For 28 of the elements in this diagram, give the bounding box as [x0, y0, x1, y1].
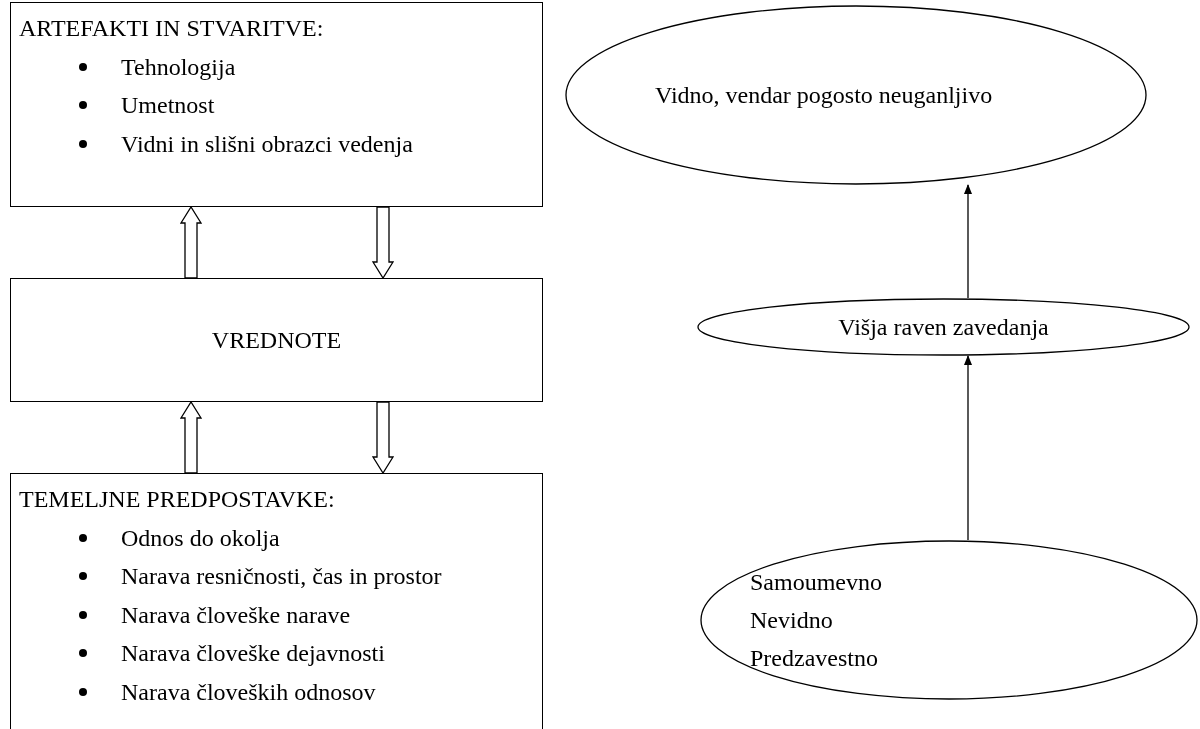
box-heading: TEMELJNE PREDPOSTAVKE:: [19, 485, 335, 514]
hollow-arrow: [179, 205, 203, 279]
list-item: Narava človeških odnosov: [121, 677, 376, 707]
hollow-arrow: [179, 400, 203, 474]
node-label: Nevidno: [750, 606, 833, 635]
ellipse-node: [700, 540, 1198, 700]
arrow: [964, 184, 972, 299]
node-label: Vidno, vendar pogosto neuganljivo: [655, 81, 993, 110]
node-label: VREDNOTE: [211, 326, 342, 355]
list-item: Narava človeške dejavnosti: [121, 639, 385, 668]
box-heading: ARTEFAKTI IN STVARITVE:: [19, 14, 324, 43]
text-box: [10, 2, 543, 207]
list-item: Narava resničnosti, čas in prostor: [121, 562, 442, 591]
hollow-arrow: [371, 206, 395, 280]
text-box: [10, 278, 543, 402]
ellipse-node: [697, 298, 1190, 356]
list-item: Umetnost: [121, 91, 215, 120]
node-label: Višja raven zavedanja: [838, 313, 1049, 342]
list-item: Vidni in slišni obrazci vedenja: [121, 129, 413, 159]
text-box: [10, 473, 543, 729]
list-item: Narava človeške narave: [121, 600, 351, 630]
node-label: Samoumevno: [750, 568, 882, 597]
list-item: Odnos do okolja: [121, 523, 280, 553]
hollow-arrow: [371, 401, 395, 475]
ellipse-node: [565, 5, 1147, 185]
arrow: [964, 355, 972, 541]
list-item: Tehnologija: [121, 52, 236, 82]
node-label: Predzavestno: [750, 644, 878, 673]
